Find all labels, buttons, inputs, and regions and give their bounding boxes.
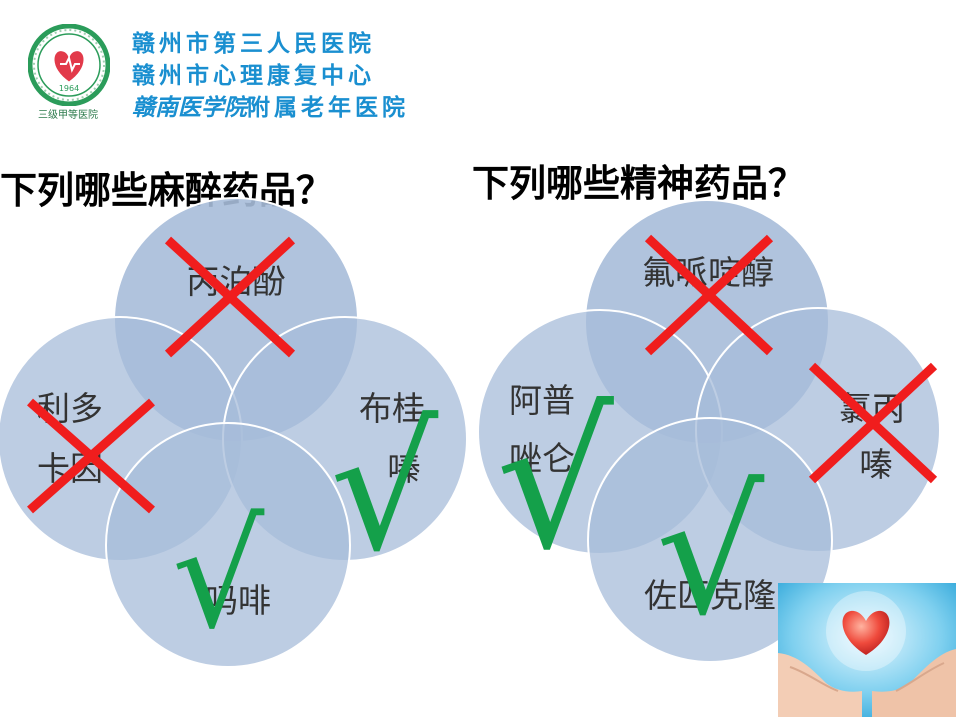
wrong-mark-icon: [27, 398, 155, 514]
check-mark-icon: √: [656, 455, 765, 653]
left-item-right-1: 布桂: [359, 389, 425, 428]
right-hand-shape: [872, 649, 956, 717]
hospital-logo: 1964: [28, 24, 110, 106]
right-item-right-2: 嗪: [860, 445, 893, 484]
hospital-grade: 三级甲等医院: [38, 110, 98, 121]
right-diagram: 氟哌啶醇 阿普 唑仑 氯丙 嗪 佐匹克隆 √ √: [477, 199, 941, 663]
logo-year: 1964: [59, 84, 79, 93]
wrong-mark-icon: [808, 362, 938, 484]
hospital-name-3: 赣南医学院附属老年医院: [132, 88, 409, 122]
wrong-mark-icon: [164, 236, 296, 358]
left-circle-bottom: [105, 422, 351, 668]
left-hand-shape: [778, 653, 862, 717]
heart-icon: [842, 610, 890, 655]
right-circle-bottom: [587, 417, 833, 663]
hospital-name-3-rest: 附属老年医院: [247, 95, 409, 121]
check-mark-icon: √: [172, 492, 265, 661]
right-item-bottom: 佐匹克隆: [644, 576, 776, 615]
left-diagram: 丙泊酚 利多 卡因 布桂 嗪 吗啡 √ √: [0, 197, 468, 668]
left-item-bottom: 吗啡: [205, 581, 271, 620]
check-mark-icon: √: [496, 374, 614, 590]
wrong-mark-icon: [644, 234, 774, 356]
right-item-left-2: 唑仑: [509, 439, 575, 478]
right-item-left-1: 阿普: [509, 381, 575, 420]
left-item-right-2: 嗪: [388, 449, 421, 488]
question-psychotropic: 下列哪些精神药品？: [472, 162, 805, 205]
check-mark-icon: √: [330, 391, 439, 589]
hospital-name-2: 赣州市心理康复中心: [132, 63, 375, 89]
medical-college-script: 赣南医学院: [132, 94, 247, 121]
hands-heart-image: [778, 583, 956, 717]
hospital-name-1: 赣州市第三人民医院: [132, 31, 375, 57]
